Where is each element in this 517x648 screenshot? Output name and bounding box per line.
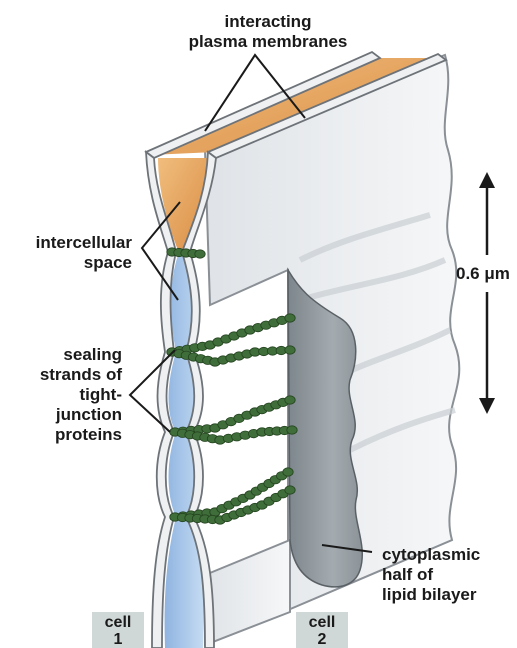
label-line: tight- (0, 385, 122, 405)
cell-tag-word: cell (296, 614, 348, 631)
label-line: half of (382, 565, 516, 585)
label-interacting-membranes: interacting plasma membranes (148, 12, 388, 52)
label-line: space (0, 253, 132, 273)
cell-tag-number: 1 (92, 631, 144, 648)
label-sealing-strands: sealing strands of tight- junction prote… (0, 345, 122, 445)
cell-2-tag: cell 2 (296, 612, 348, 648)
label-line: lipid bilayer (382, 585, 516, 605)
cell-tag-number: 2 (296, 631, 348, 648)
label-line: strands of (0, 365, 122, 385)
cell2-lower-sheet (205, 540, 290, 645)
label-line: proteins (0, 425, 122, 445)
strand-bead (285, 346, 295, 354)
label-line: plasma membranes (148, 32, 388, 52)
cell-1-tag: cell 1 (92, 612, 144, 648)
strand-bead (287, 426, 297, 434)
label-line: sealing (0, 345, 122, 365)
strand-bead (285, 314, 295, 322)
label-measurement: 0.6 μm (456, 264, 517, 284)
measure-arrow (479, 172, 495, 414)
strand-bead (285, 396, 295, 404)
label-intercellular-space: intercellular space (0, 233, 132, 273)
strand-bead (195, 250, 205, 258)
strand-bead (285, 486, 295, 494)
label-line: junction (0, 405, 122, 425)
label-line: interacting (148, 12, 388, 32)
cell-tag-word: cell (92, 614, 144, 631)
label-line: intercellular (0, 233, 132, 253)
label-cytoplasmic-half: cytoplasmic half of lipid bilayer (382, 545, 516, 605)
label-line: cytoplasmic (382, 545, 516, 565)
strand-bead (283, 468, 293, 476)
